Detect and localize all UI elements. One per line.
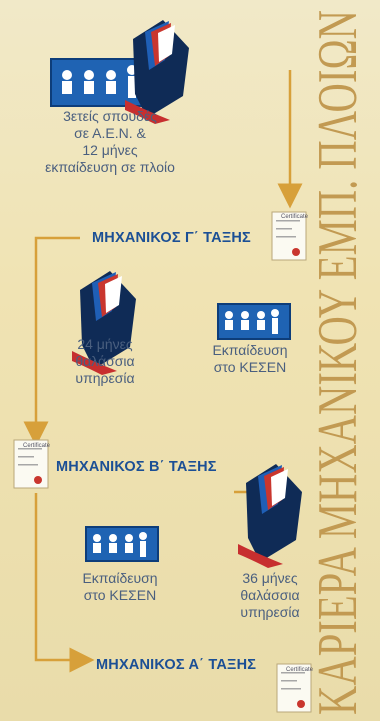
rank-b-label: ΜΗΧΑΝΙΚΟΣ Β΄ ΤΑΞΗΣ bbox=[56, 459, 217, 475]
start-caption: 3ετείς σπουδές σε Α.Ε.Ν. & 12 μήνες εκπα… bbox=[45, 108, 175, 175]
rank-c-label: ΜΗΧΑΝΙΚΟΣ Γ΄ ΤΑΞΗΣ bbox=[92, 230, 251, 246]
certificate-icon bbox=[270, 210, 308, 264]
ship-icon bbox=[238, 464, 302, 568]
sea-service-b-caption: 36 μήνες θαλάσσια υπηρεσία bbox=[240, 570, 300, 620]
certificate-icon bbox=[12, 438, 50, 492]
rank-a-label: ΜΗΧΑΝΙΚΟΣ Α΄ ΤΑΞΗΣ bbox=[96, 657, 257, 673]
classroom-icon bbox=[85, 526, 159, 562]
classroom-icon bbox=[217, 303, 291, 340]
training-c-caption: Εκπαίδευση στο ΚΕΣΕΝ bbox=[212, 342, 288, 375]
sea-service-c-caption: 24 μήνες θαλάσσια υπηρεσία bbox=[75, 336, 135, 386]
svg-text:ΚΑΡΙΕΡΑ ΜΗΧΑΝΙΚΟΥ ΕΜΠ. ΠΛΟΙΩΝ: ΚΑΡΙΕΡΑ ΜΗΧΑΝΙΚΟΥ ΕΜΠ. ΠΛΟΙΩΝ bbox=[307, 10, 369, 715]
training-b-caption: Εκπαίδευση στο ΚΕΣΕΝ bbox=[82, 570, 158, 603]
side-title: ΚΑΡΙΕΡΑ ΜΗΧΑΝΙΚΟΥ ΕΜΠ. ΠΛΟΙΩΝ bbox=[307, 10, 377, 715]
certificate-label: Certificate bbox=[23, 443, 51, 449]
ship-icon bbox=[72, 271, 136, 375]
certificate-label: Certificate bbox=[286, 667, 314, 673]
ship-icon bbox=[125, 20, 189, 124]
certificate-label: Certificate bbox=[281, 214, 309, 220]
certificate-icon bbox=[275, 662, 313, 716]
